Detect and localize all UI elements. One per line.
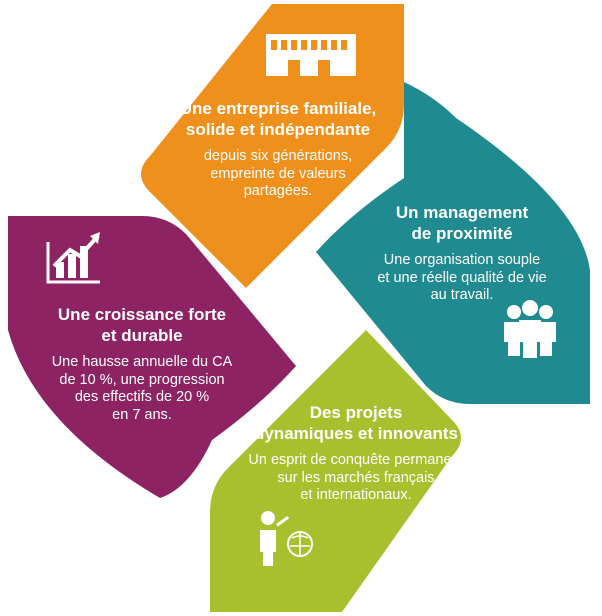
petal-right-desc: Une organisation souple et une réelle qu… [362, 252, 562, 305]
petal-bottom-title-line: dynamiques et innovants [253, 424, 459, 443]
petal-top-text: Une entreprise familiale, solide et indé… [168, 98, 388, 201]
petal-right-title-line: de proximité [411, 224, 513, 243]
petal-left-desc-line: Une hausse annuelle du CA [51, 354, 233, 370]
petal-left-desc-line: de 10 %, une progression [59, 371, 225, 388]
petal-bottom-text: Des projets dynamiques et innovants Un e… [238, 402, 474, 505]
petal-top-desc-line: partagées. [243, 183, 313, 199]
petal-top-desc-line: depuis six générations, [203, 148, 353, 164]
petal-right-title-line: Un management [395, 203, 529, 222]
petal-left-desc-line: des effectifs de 20 % [74, 389, 210, 405]
petal-top-desc: depuis six générations, empreinte de val… [168, 148, 388, 201]
petal-bottom-desc: Un esprit de conquête permanent sur les … [238, 452, 474, 505]
petal-right-desc-line: au travail. [430, 287, 494, 303]
petal-top-title: Une entreprise familiale, solide et indé… [168, 98, 388, 140]
presenter-globe-icon [260, 511, 313, 566]
petal-right-desc-line: Une organisation souple [383, 252, 541, 268]
team-icon [504, 300, 556, 358]
petal-bottom-title: Des projets dynamiques et innovants [238, 402, 474, 444]
petal-left-text: Une croissance forte et durable Une haus… [42, 304, 242, 424]
petal-top-title-line: solide et indépendante [185, 120, 371, 139]
petal-left-title-line: et durable [101, 326, 183, 345]
petal-left-title: Une croissance forte et durable [42, 304, 242, 346]
petal-bottom-desc-line: et internationaux. [300, 487, 412, 503]
petal-bottom-desc-line: Un esprit de conquête permanent [248, 452, 464, 468]
petal-right-desc-line: et une réelle qualité de vie [377, 269, 547, 286]
petal-left-purple [8, 216, 296, 498]
petal-right-text: Un management de proximité Une organisat… [362, 202, 562, 305]
petal-left-desc-line: en 7 ans. [112, 406, 172, 423]
petal-bottom-desc-line: sur les marchés français [277, 469, 435, 486]
petal-bottom-title-line: Des projets [309, 403, 403, 422]
building-icon [266, 34, 356, 76]
petal-left-title-line: Une croissance forte [57, 305, 227, 324]
growth-chart-icon [46, 232, 100, 284]
petal-right-title: Un management de proximité [362, 202, 562, 244]
petal-top-desc-line: empreinte de valeurs [210, 165, 346, 182]
petal-left-desc: Une hausse annuelle du CA de 10 %, une p… [42, 354, 242, 424]
petal-top-title-line: Une entreprise familiale, [179, 99, 377, 118]
